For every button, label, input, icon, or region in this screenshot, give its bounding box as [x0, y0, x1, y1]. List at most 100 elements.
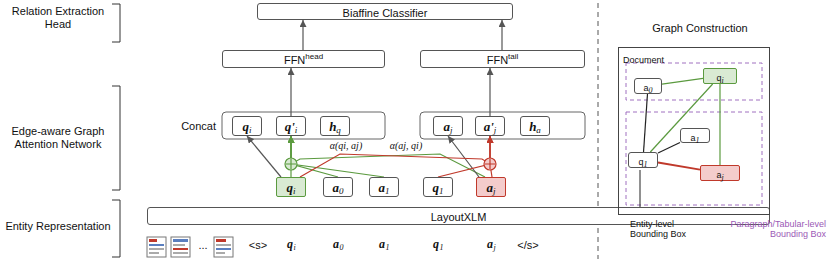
- node-text: a0: [333, 179, 344, 196]
- token-label: </s>: [517, 240, 538, 251]
- node-label: q: [638, 157, 643, 167]
- page-mark: [173, 239, 188, 242]
- page-mark: [149, 252, 159, 254]
- page-mark: [216, 248, 231, 250]
- aggregation-symbol: [285, 158, 297, 170]
- index-script: q: [336, 125, 341, 135]
- index-script: 1: [696, 136, 700, 145]
- node-label: h: [329, 119, 336, 134]
- node-text: qi: [712, 66, 727, 86]
- node-label: FFN: [487, 54, 508, 66]
- entity-box: q1: [628, 152, 658, 168]
- sum-circle: [285, 158, 297, 170]
- node-label: FFN: [284, 54, 305, 66]
- index-script: j: [721, 173, 723, 182]
- index-script: 1: [439, 186, 444, 196]
- index-script: 1: [644, 160, 648, 169]
- index-script: a: [536, 125, 541, 135]
- feature-box: ha: [520, 116, 550, 136]
- paragraph-bounding-box: [626, 112, 762, 205]
- node-text: Biaffine Classifier: [343, 4, 428, 20]
- connector: [290, 68, 291, 116]
- node-label: LayoutXLM: [431, 211, 487, 223]
- page-mark: [173, 252, 188, 254]
- entity-box: a1: [680, 128, 710, 143]
- node-text: q1: [634, 150, 651, 170]
- entity-box: a0: [323, 177, 353, 197]
- page-mark: [173, 244, 185, 246]
- token-label: q: [287, 238, 293, 250]
- feature-box: hq: [320, 116, 350, 136]
- section-label: Entity Representation: [2, 220, 114, 233]
- entity-box: a1: [369, 177, 399, 197]
- index-script: 0: [649, 86, 653, 95]
- feature-box: qi: [232, 116, 262, 136]
- index-script: j: [450, 125, 453, 135]
- ffn-box: FFNtail: [420, 50, 585, 68]
- page-thumbnail: [147, 237, 166, 257]
- node-label: a: [333, 180, 340, 195]
- index-script: j: [493, 186, 496, 196]
- node-text: LayoutXLM: [431, 208, 487, 224]
- node-label: q: [242, 119, 249, 134]
- sum-plus: [286, 159, 296, 169]
- edge-label: α(aj, qi): [389, 140, 423, 152]
- index-script: tail: [508, 52, 518, 61]
- node-text: FFNhead: [284, 51, 323, 67]
- node-text: q'i: [285, 118, 298, 135]
- node-label: a: [643, 83, 648, 93]
- node-text: qi: [286, 179, 295, 196]
- section-bracket: [112, 4, 120, 42]
- ellipsis: ...: [198, 240, 207, 251]
- node-label: a: [486, 180, 493, 195]
- section-bracket: [112, 86, 120, 190]
- feature-box: a'j: [475, 116, 505, 136]
- node-text: Document: [619, 48, 668, 68]
- node-label: q': [285, 119, 295, 134]
- page-mark: [149, 244, 164, 246]
- index-script: j: [494, 125, 497, 135]
- connector: [662, 78, 703, 84]
- node-text: q1: [433, 179, 444, 196]
- page-mark: [149, 239, 157, 242]
- node-text: ha: [529, 118, 541, 135]
- node-text: a0: [639, 76, 656, 96]
- page-thumbnail: [171, 237, 190, 257]
- index-script: i: [293, 186, 296, 196]
- token-label: a: [333, 238, 339, 250]
- page-mark: [216, 239, 226, 242]
- connector: [501, 20, 502, 50]
- node-text: hq: [329, 118, 341, 135]
- node-text: qi: [242, 118, 251, 135]
- index-script: i: [295, 125, 298, 135]
- node-label: q: [716, 73, 721, 83]
- token-index: 1: [386, 244, 390, 252]
- connector: [247, 136, 281, 177]
- paragraph-bounding-box: [626, 63, 762, 100]
- node-text: a'j: [484, 118, 497, 135]
- concat-group: [222, 112, 385, 139]
- connector: [658, 163, 700, 170]
- node-label: a: [379, 180, 386, 195]
- sum-plus: [485, 159, 495, 169]
- token-index: 1: [440, 244, 444, 252]
- node-text: a1: [686, 126, 703, 146]
- node-text: aj: [443, 118, 452, 135]
- feature-box: aj: [433, 116, 463, 136]
- concat-group: [420, 112, 585, 139]
- group-label: Concat: [160, 120, 216, 133]
- callout-label: Paragraph/Tabular-level Bounding Box: [704, 219, 826, 240]
- page-mark: [149, 248, 164, 250]
- page-thumbnail: [214, 237, 233, 257]
- entity-box: a0: [634, 78, 662, 94]
- feature-box: q'i: [276, 116, 306, 136]
- classifier-box: Biaffine Classifier: [257, 3, 513, 20]
- page-mark: [216, 244, 231, 246]
- token-index: i: [293, 244, 295, 252]
- panel-title: Graph Construction: [620, 22, 780, 35]
- node-text: a1: [379, 179, 390, 196]
- node-label: q: [433, 180, 440, 195]
- node-text: FFNtail: [487, 51, 519, 67]
- token-label: q: [433, 238, 439, 250]
